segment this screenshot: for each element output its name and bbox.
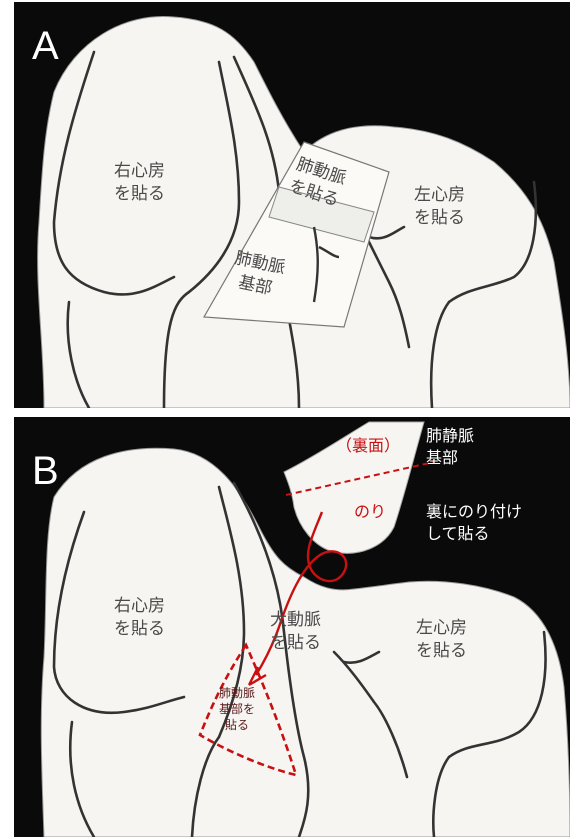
back-side-label: （裏面） [336,435,400,457]
panel-a-letter: A [32,26,59,66]
glue-label: のり [354,501,386,523]
panel-a: A 右心房 を貼る 左心房 を貼る 肺動脈 を貼る 肺動脈 基部 [14,2,570,408]
right-atrium-label: 右心房 を貼る [114,160,165,206]
panel-b-letter: B [32,451,59,491]
left-atrium-label: 左心房 を貼る [414,184,465,230]
pulmonary-vein-base-label: 肺静脈 基部 [426,425,474,469]
pulmonary-artery-base-paste-label: 肺動脈 基部を 貼る [219,685,255,733]
glue-on-back-instruction: 裏にのり付け して貼る [426,501,522,545]
panel-b: B （裏面） のり 肺静脈 基部 裏にのり付け して貼る 右心房 を貼る 大動脈… [14,417,570,837]
aorta-paste-label: 大動脈 を貼る [270,609,321,655]
left-atrium-label: 左心房 を貼る [416,617,467,663]
panel-a-illustration [14,2,570,408]
right-atrium-label: 右心房 を貼る [114,595,165,641]
